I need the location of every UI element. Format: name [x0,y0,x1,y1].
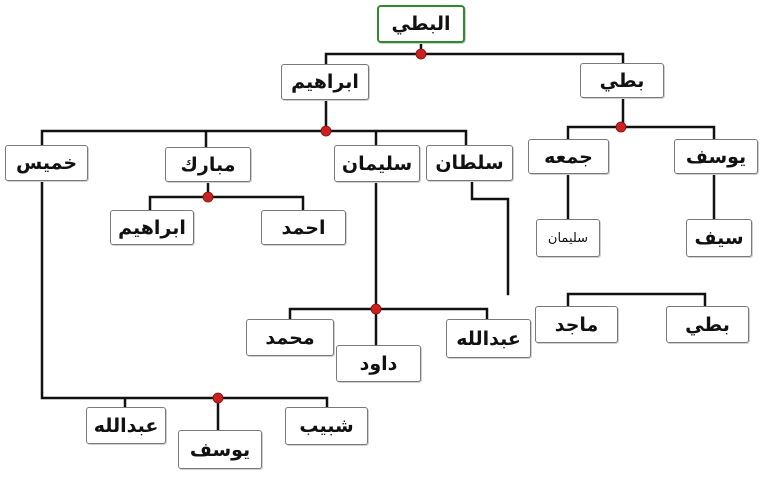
node-mohammed: محمد [246,319,334,356]
junction-dot-khamis [212,392,224,404]
node-root: البطي [377,5,465,43]
junction-dot-root [415,48,427,60]
node-shabib: شبيب [285,407,368,445]
junction-dot-buti [615,121,627,133]
node-mubarak: مبارك [165,147,251,182]
node-sulaiman-abdullah: عبدالله [446,319,531,358]
connector-lines [40,38,716,433]
node-jumaa-sulaiman: سليمان [536,219,600,257]
node-majid: ماجد [535,306,618,343]
node-ibrahim: ابراهيم [281,64,369,100]
node-sultan-buti: بطي [666,306,749,343]
node-sulaiman: سليمان [334,145,420,182]
node-dawood: داود [336,345,421,382]
node-yousef: يوسف [674,139,758,174]
junction-dot-sulaiman [370,303,382,315]
junction-dot-mubarak [202,191,214,203]
node-khamis: خميس [5,145,88,181]
node-sultan: سلطان [426,145,513,181]
node-buti: بطي [580,63,664,98]
node-saif: سيف [686,219,752,257]
node-khamis-abdullah: عبدالله [86,407,166,444]
node-khamis-yousef: يوسف [178,430,262,469]
junction-dot-ibrahim [320,125,332,137]
junction-dots [202,48,627,404]
node-jumaa: جمعه [528,139,609,174]
node-mubarak-ibrahim: ابراهيم [110,210,194,245]
node-ahmed: احمد [261,210,346,245]
